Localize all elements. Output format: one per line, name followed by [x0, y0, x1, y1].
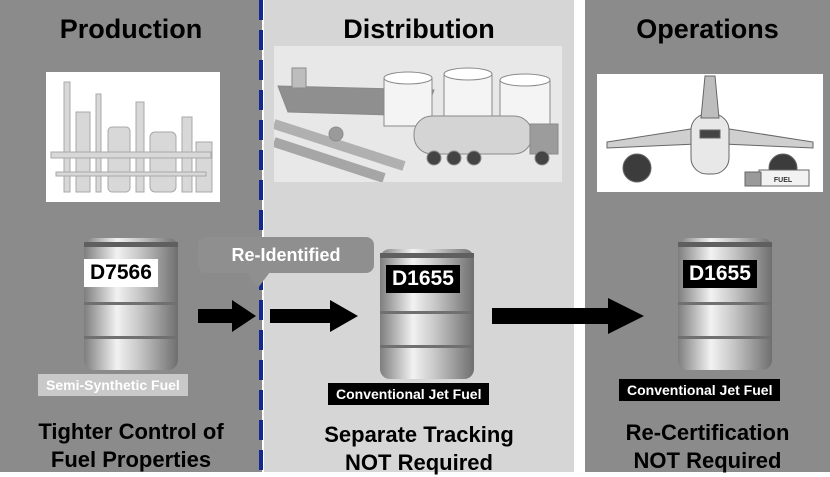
- production-title: Production: [59, 14, 203, 44]
- distribution-caption-line1: Separate Tracking: [324, 422, 514, 447]
- arrow-distribution-to-operations: [492, 298, 644, 334]
- refinery-image: [46, 72, 220, 202]
- distribution-caption-line2: NOT Required: [345, 450, 493, 475]
- operations-caption: Re-Certification NOT Required: [585, 419, 830, 475]
- distribution-title: Distribution: [343, 14, 495, 44]
- re-identified-callout: Re-Identified: [198, 237, 374, 273]
- production-panel: Production: [0, 0, 262, 472]
- distribution-image: [272, 46, 562, 183]
- fuel-truck-text: FUEL: [774, 177, 793, 184]
- operations-panel: Operations FUEL: [585, 0, 830, 475]
- arrow-into-distribution: [270, 300, 358, 332]
- production-distribution-divider: [259, 0, 263, 472]
- production-caption-line2: Fuel Properties: [50, 447, 212, 472]
- operations-caption-line1: Re-Certification: [625, 420, 790, 445]
- distribution-caption: Separate Tracking NOT Required: [264, 421, 574, 477]
- operations-title: Operations: [636, 14, 779, 44]
- d1655-label-distribution: D1655: [386, 265, 460, 293]
- d1655-drum-operations: [678, 238, 772, 370]
- arrow-production-to-distribution: [198, 300, 256, 332]
- conventional-jet-fuel-label-distribution: Conventional Jet Fuel: [328, 383, 490, 405]
- airplane-image: FUEL: [597, 74, 823, 192]
- operations-caption-line2: NOT Required: [633, 448, 782, 473]
- production-caption: Tighter Control of Fuel Properties: [0, 418, 262, 474]
- d7566-label: D7566: [84, 259, 158, 287]
- distribution-panel: Distribution: [264, 0, 574, 475]
- production-caption-line1: Tighter Control of: [38, 419, 224, 444]
- d7566-drum: [84, 238, 178, 370]
- callout-pointer: [246, 272, 270, 288]
- d1655-label-operations: D1655: [683, 260, 757, 288]
- semi-synthetic-fuel-label: Semi-Synthetic Fuel: [38, 374, 188, 396]
- conventional-jet-fuel-label-operations: Conventional Jet Fuel: [619, 379, 781, 401]
